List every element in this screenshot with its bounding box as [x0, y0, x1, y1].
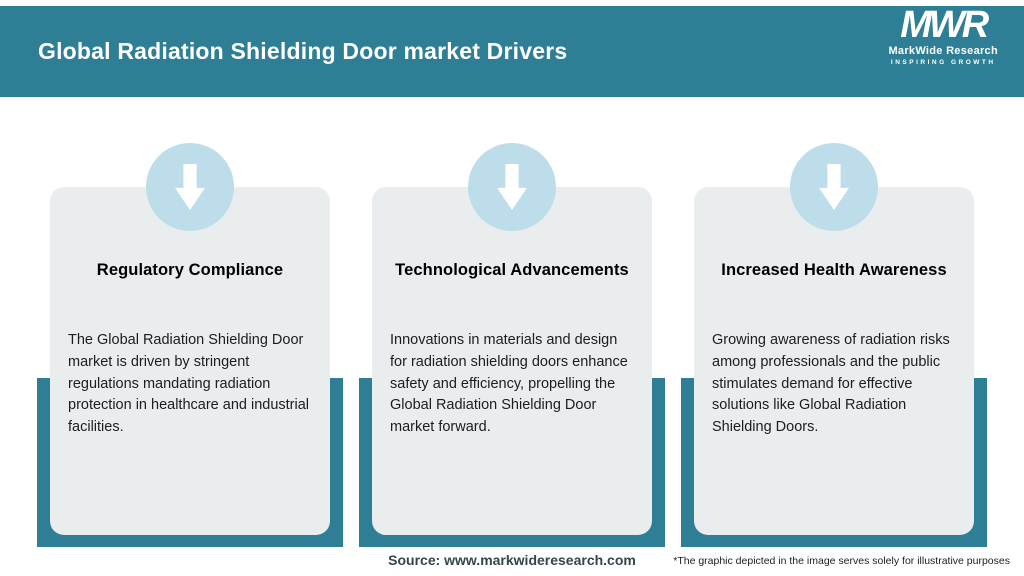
card-description: Growing awareness of radiation risks amo…	[712, 332, 950, 435]
page-title: Global Radiation Shielding Door market D…	[38, 38, 568, 64]
driver-card-increased-health-awareness: Increased Health Awareness Growing aware…	[681, 143, 987, 547]
card-body-panel: Regulatory Compliance The Global Radiati…	[50, 187, 330, 535]
logo-name: MarkWide Research	[888, 45, 998, 57]
icon-circle	[790, 143, 878, 231]
brand-logo: MWR MarkWide Research INSPIRING GROWTH	[888, 6, 998, 67]
down-arrow-icon	[497, 164, 527, 210]
driver-card-regulatory-compliance: Regulatory Compliance The Global Radiati…	[37, 143, 343, 547]
source-text: Source: www.markwideresearch.com	[388, 552, 636, 568]
icon-circle	[146, 143, 234, 231]
card-title: Regulatory Compliance	[96, 261, 284, 279]
card-title: Increased Health Awareness	[721, 261, 947, 279]
card-title: Technological Advancements	[395, 261, 629, 279]
icon-circle	[468, 143, 556, 231]
card-description: Innovations in materials and design for …	[390, 332, 628, 435]
header-bar: Global Radiation Shielding Door market D…	[0, 6, 1024, 97]
driver-card-technological-advancements: Technological Advancements Innovations i…	[359, 143, 665, 547]
card-body-panel: Technological Advancements Innovations i…	[372, 187, 652, 535]
card-description: The Global Radiation Shielding Door mark…	[68, 332, 310, 435]
logo-tagline: INSPIRING GROWTH	[890, 59, 996, 66]
logo-acronym: MWR	[900, 4, 989, 46]
down-arrow-icon	[819, 164, 849, 210]
disclaimer-text: *The graphic depicted in the image serve…	[667, 555, 1010, 567]
card-body-panel: Increased Health Awareness Growing aware…	[694, 187, 974, 535]
down-arrow-icon	[175, 164, 205, 210]
drivers-cards-row: Regulatory Compliance The Global Radiati…	[37, 143, 987, 547]
